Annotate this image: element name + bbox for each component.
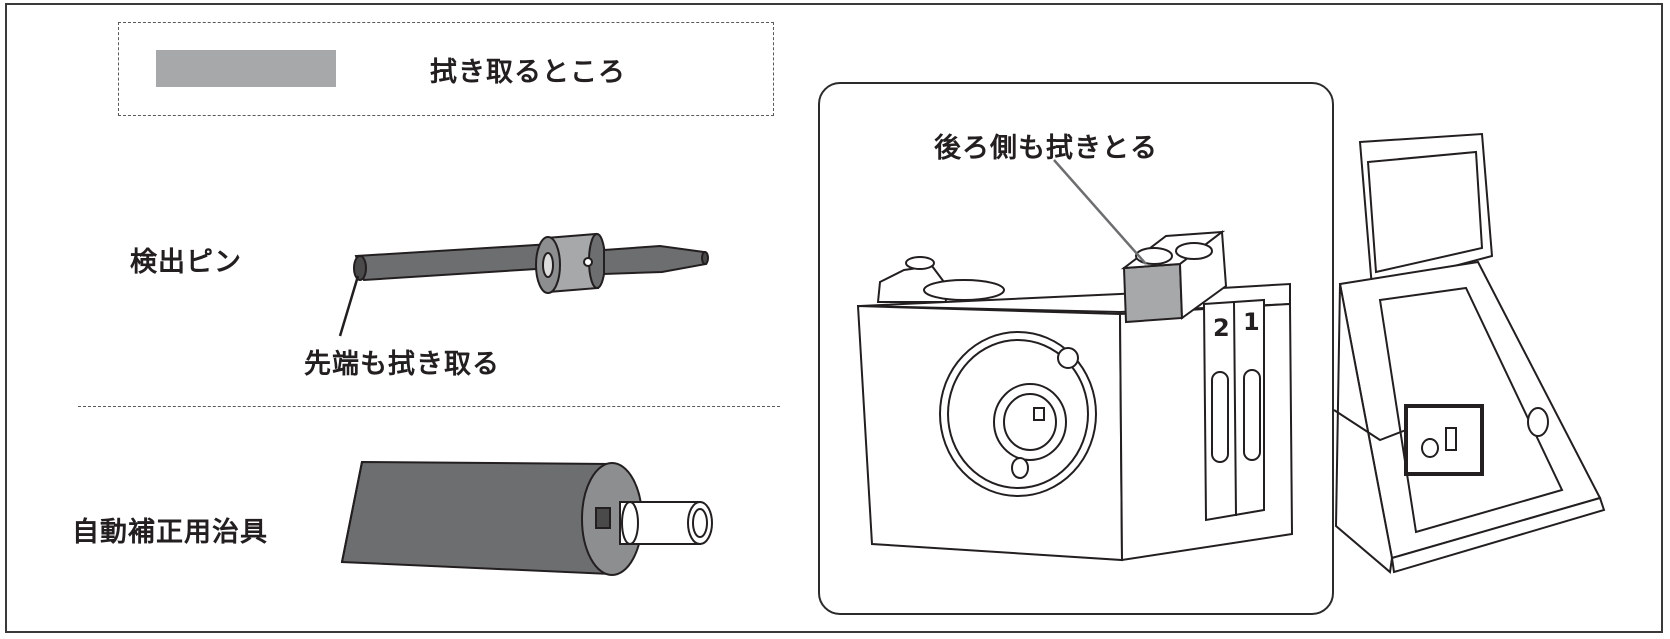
correction-jig-illustration [340, 460, 713, 576]
figure-frame [5, 3, 1663, 633]
detection-pin-label: 検出ピン [130, 247, 242, 278]
zoomed-unit-illustration [856, 159, 1294, 562]
legend-swatch [156, 50, 336, 87]
section-divider [78, 406, 780, 407]
detection-pin-illustration [338, 232, 709, 337]
pin-tip-callout: 先端も拭き取る [304, 349, 500, 380]
slot-number-1: 1 [1243, 308, 1260, 336]
machine-overview-illustration [1333, 132, 1606, 574]
slot-number-2: 2 [1213, 314, 1230, 342]
legend-label: 拭き取るところ [430, 57, 626, 88]
legend-box [118, 22, 774, 116]
correction-jig-label: 自動補正用治具 [72, 517, 268, 548]
back-side-callout: 後ろ側も拭きとる [934, 133, 1158, 164]
